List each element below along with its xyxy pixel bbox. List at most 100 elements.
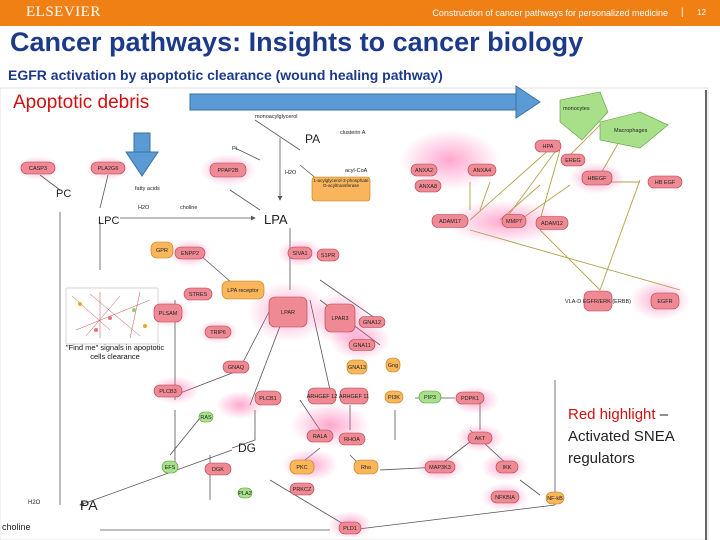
node-ppap2b: PPAP2B bbox=[209, 162, 247, 178]
debris-down-arrow bbox=[125, 132, 159, 177]
node-gpr-shape bbox=[150, 241, 174, 259]
node-anxa2-shape bbox=[410, 163, 438, 177]
page-number: 12 bbox=[697, 8, 706, 17]
legend-line3: regulators bbox=[568, 450, 635, 467]
node-ikk: IKK bbox=[495, 460, 519, 474]
node-enpp2-shape bbox=[174, 246, 206, 260]
node-adam12-label: ADAM12 bbox=[541, 221, 563, 227]
node-rhoa-shape bbox=[338, 432, 366, 446]
node-pla2-small-label: PLA2 bbox=[238, 491, 251, 497]
metabolite-choline: choline bbox=[2, 522, 31, 532]
node-lpar3: LPAR3 bbox=[324, 303, 356, 333]
node-pdpk1-shape bbox=[455, 391, 485, 405]
monocytes-cell bbox=[559, 91, 609, 141]
node-rala: RALA bbox=[306, 429, 334, 443]
metabolite-h2o: H2O bbox=[28, 500, 41, 506]
node-gng: Gng bbox=[385, 357, 401, 373]
node-plcb3: PLCB3 bbox=[153, 384, 183, 398]
legend-highlight: Red highlight bbox=[568, 406, 656, 423]
find-me-label: "Find me" signals in apoptotic cells cle… bbox=[65, 344, 165, 361]
label-h2o-b: H2O bbox=[285, 170, 297, 176]
node-nfkbia: NFKBIA bbox=[490, 490, 520, 504]
node-hbegf-shape bbox=[581, 170, 613, 186]
acyltransferase-label: 1-acylglycerol-3-phosphate O-acyltransfe… bbox=[313, 178, 369, 188]
node-adam12: ADAM12 bbox=[535, 216, 569, 230]
node-gna12-shape bbox=[358, 316, 386, 328]
node-ras-label: RAS bbox=[200, 415, 212, 421]
node-pkc: PKC bbox=[289, 459, 315, 475]
node-stres-label: STRES bbox=[189, 292, 208, 298]
node-rho-shape bbox=[353, 459, 379, 475]
node-anxa2-label: ANXA2 bbox=[415, 168, 433, 174]
node-efs-shape bbox=[161, 460, 179, 474]
node-ppap2b-shape bbox=[209, 162, 247, 178]
node-hbegf-label: HBEGF bbox=[588, 176, 608, 182]
node-lpar3-shape bbox=[324, 303, 356, 333]
metabolite-dg: DG bbox=[238, 441, 256, 455]
node-arhgef12-shape bbox=[307, 387, 337, 405]
node-pld1-label: PLD1 bbox=[343, 526, 357, 532]
node-hpa: HPA bbox=[534, 139, 562, 153]
node-vlad-shape bbox=[583, 290, 613, 312]
node-hb-egf-label: HB EGF bbox=[655, 180, 676, 186]
legend-line2: Activated SNEA bbox=[568, 428, 675, 445]
node-plcb1: PLCB1 bbox=[254, 390, 282, 406]
node-cascade: CASP3 bbox=[20, 161, 56, 175]
node-ras: RAS bbox=[198, 411, 214, 423]
node-egfr-shape bbox=[650, 292, 680, 310]
node-anxa4: ANXA4 bbox=[467, 163, 497, 177]
node-s1pr-shape bbox=[316, 248, 340, 262]
node-rala-shape bbox=[306, 429, 334, 443]
apoptotic-debris-arrow bbox=[189, 85, 541, 119]
metabolite-pa-top: PA bbox=[305, 132, 320, 146]
macrophages-cell bbox=[599, 111, 669, 149]
node-gna-shape bbox=[222, 360, 250, 374]
node-gna11: GNA11 bbox=[348, 339, 376, 351]
node-gpr: GPR bbox=[150, 241, 174, 259]
node-cascade-shape bbox=[20, 161, 56, 175]
node-anxa4-shape bbox=[467, 163, 497, 177]
node-prkcz-shape bbox=[289, 482, 315, 496]
node-nfkb-label: NF-kB bbox=[547, 496, 563, 502]
find-me-network bbox=[71, 291, 151, 339]
metabolite-pc: PC bbox=[56, 188, 71, 200]
node-map3k: MAP3K3 bbox=[424, 460, 456, 474]
label-pi: Pi bbox=[232, 146, 237, 152]
node-lpar3-label: LPAR3 bbox=[331, 316, 348, 322]
node-hpa-shape bbox=[534, 139, 562, 153]
node-plcb3-label: PLCB3 bbox=[159, 389, 176, 395]
node-gng-label: Gng bbox=[388, 363, 398, 369]
node-akt: AKT bbox=[467, 431, 493, 445]
node-mmp7-shape bbox=[501, 214, 527, 228]
node-gna11-label: GNA11 bbox=[353, 343, 371, 349]
node-dgk-label: DGK bbox=[212, 467, 224, 473]
node-rhoa: RHOA bbox=[338, 432, 366, 446]
node-plcb3-shape bbox=[153, 384, 183, 398]
node-vlad: VLA-D EGFR/ERK (ERBB) bbox=[565, 290, 631, 312]
node-nfkbia-label: NFKBIA bbox=[495, 495, 515, 501]
node-anxa8-shape bbox=[414, 179, 442, 193]
node-adam17-shape bbox=[431, 214, 469, 228]
node-rhoa-label: RHOA bbox=[344, 437, 360, 443]
node-plsam-label: PLSAM bbox=[159, 311, 178, 317]
node-pla2-small-shape bbox=[237, 487, 253, 499]
node-anxa4-label: ANXA4 bbox=[473, 168, 491, 174]
node-adam17: ADAM17 bbox=[431, 214, 469, 228]
node-gna11-shape bbox=[348, 339, 376, 351]
node-gna: GNAQ bbox=[222, 360, 250, 374]
slide-title: Cancer pathways: Insights to cancer biol… bbox=[10, 27, 584, 57]
node-dgk: DGK bbox=[204, 462, 232, 476]
node-lpa-receptor-shape bbox=[221, 280, 265, 300]
node-cascade-label: CASP3 bbox=[29, 166, 47, 172]
node-plsam-shape bbox=[153, 303, 183, 323]
node-pld1: PLD1 bbox=[338, 521, 362, 535]
node-arhgef1-shape bbox=[339, 387, 369, 405]
node-pla2g6: PLA2G6 bbox=[90, 161, 126, 175]
label-acyl-coa: acyl-CoA bbox=[345, 168, 368, 174]
node-flpar-label: LPAR bbox=[281, 310, 295, 316]
node-rala-label: RALA bbox=[313, 434, 328, 440]
label-h2o-a: H2O bbox=[138, 205, 150, 211]
node-plcb1-label: PLCB1 bbox=[259, 396, 276, 402]
node-gpr-label: GPR bbox=[156, 248, 168, 254]
